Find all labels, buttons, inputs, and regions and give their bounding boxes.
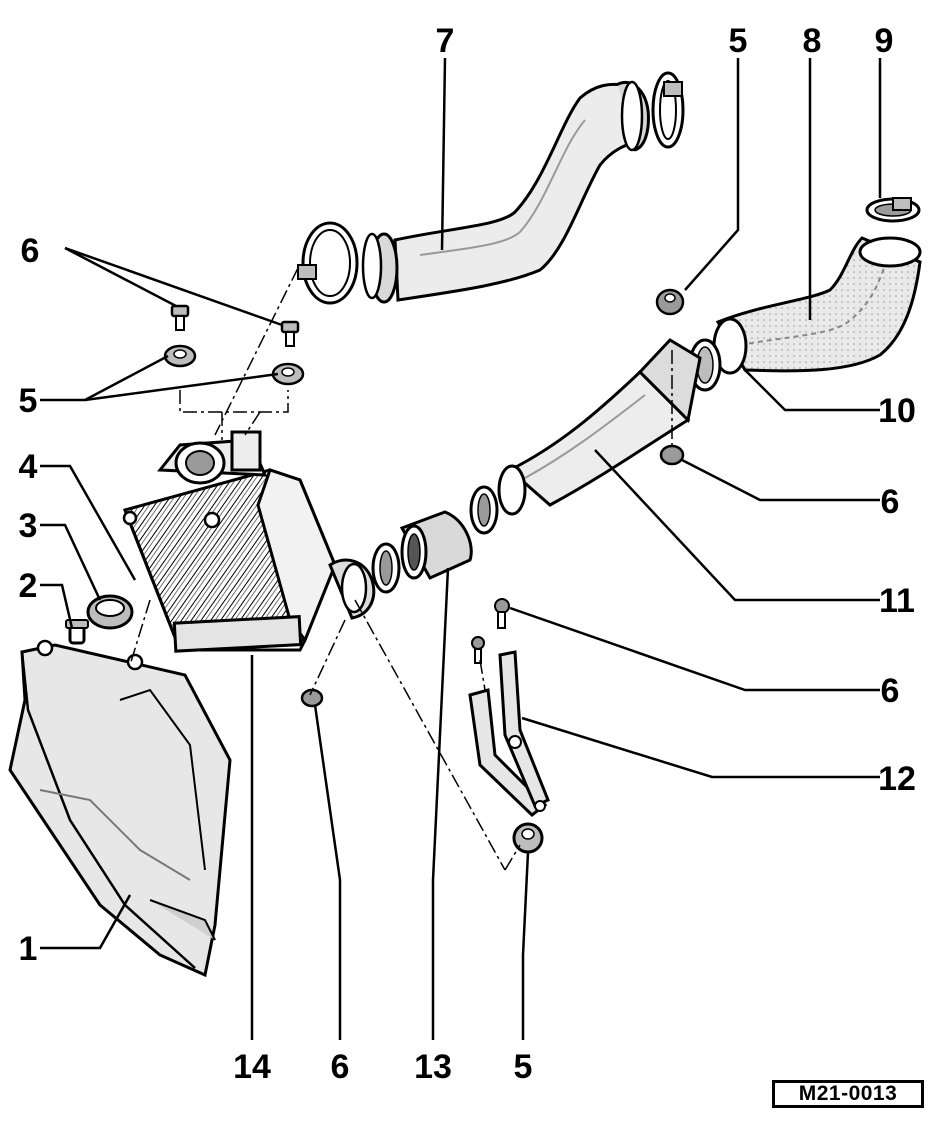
callout-14: 14 xyxy=(233,1048,271,1086)
nut-5-lower xyxy=(512,822,544,854)
callout-7: 7 xyxy=(436,22,455,60)
nut-5-upper-pipe xyxy=(655,288,685,316)
callout-6-bottom: 6 xyxy=(331,1048,350,1086)
hose-clamp-upper-left xyxy=(297,221,359,305)
charge-air-cooler xyxy=(122,430,376,653)
intake-connecting-pipe xyxy=(469,338,702,535)
callout-2: 2 xyxy=(19,567,38,605)
callout-3: 3 xyxy=(19,507,38,545)
callout-10: 10 xyxy=(878,392,916,430)
callout-8: 8 xyxy=(803,22,822,60)
upper-charge-air-pipe xyxy=(361,80,650,304)
nut-6-right xyxy=(659,444,685,466)
hose-clamp-upper-right xyxy=(651,71,685,149)
assembly-centre-lines xyxy=(129,267,673,871)
mounting-bracket xyxy=(468,650,550,817)
callout-labels: 7 5 8 9 6 5 10 6 4 3 2 11 6 12 1 14 6 13… xyxy=(19,22,916,1086)
callout-6-right: 6 xyxy=(881,483,900,521)
drawing-code: M21-0013 xyxy=(798,1082,898,1105)
callout-11: 11 xyxy=(879,582,915,620)
callout-6-upper-left: 6 xyxy=(21,232,40,270)
hose-clamp-9 xyxy=(865,197,921,223)
callout-6-bracket: 6 xyxy=(881,672,900,710)
callout-1: 1 xyxy=(19,930,38,968)
nut-5-upper-left xyxy=(163,344,197,368)
callout-5-upper-left: 5 xyxy=(19,382,38,420)
bolt-2 xyxy=(65,619,89,645)
leader-lines xyxy=(40,57,882,1040)
callout-13: 13 xyxy=(414,1048,452,1086)
callout-4: 4 xyxy=(19,448,38,486)
bolt-6-upper-left xyxy=(170,304,190,331)
connecting-hose-sleeve xyxy=(399,510,473,580)
air-guide-shroud xyxy=(8,639,232,978)
bolt-6-bracket xyxy=(471,598,510,664)
grommet-3 xyxy=(86,594,134,630)
hose-clamp-lower xyxy=(371,542,401,594)
callout-5-bottom: 5 xyxy=(514,1048,533,1086)
callout-5-top: 5 xyxy=(729,22,748,60)
callout-12: 12 xyxy=(878,760,916,798)
elbow-air-pipe xyxy=(712,236,922,375)
callout-9: 9 xyxy=(875,22,894,60)
bolt-6-upper-right xyxy=(280,320,300,347)
drawing-code-box: M21-0013 xyxy=(772,1080,924,1108)
